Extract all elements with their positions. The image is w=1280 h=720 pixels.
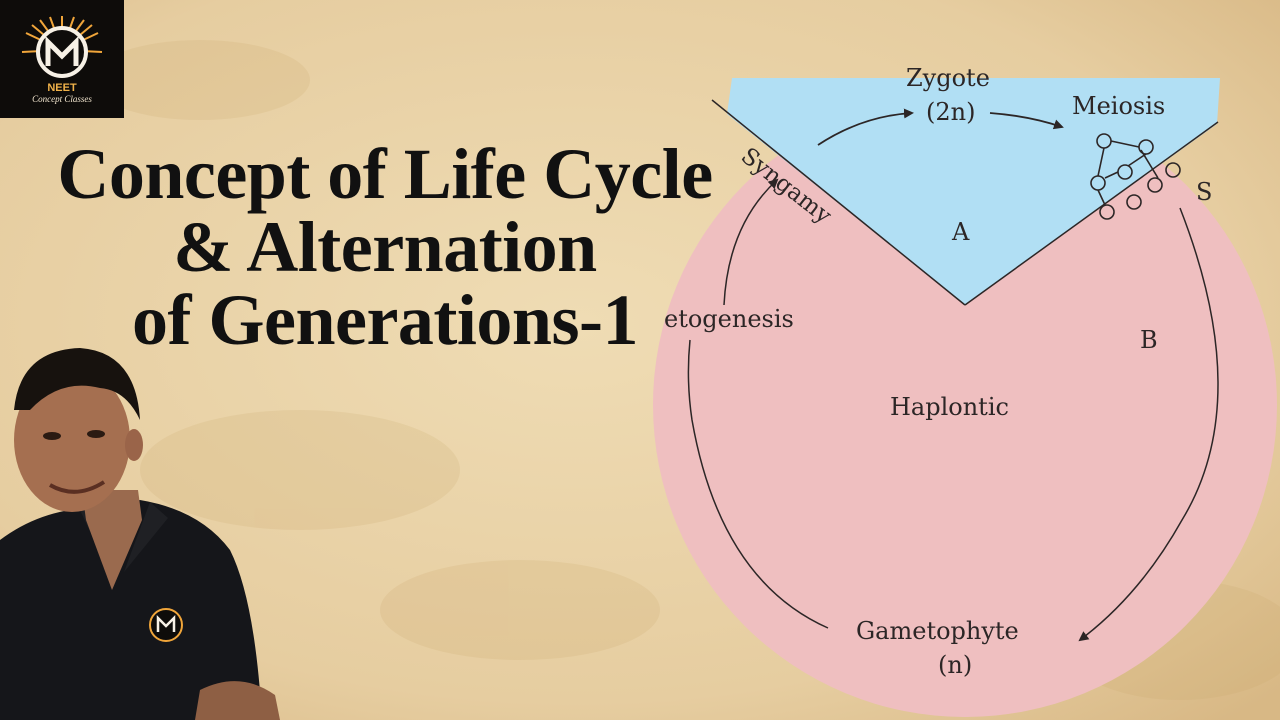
gametogenesis-label: etogenesis xyxy=(664,305,794,333)
logo-emblem-icon xyxy=(21,16,103,78)
zygote-label: Zygote xyxy=(906,64,990,92)
channel-logo: NEET Concept Classes xyxy=(0,0,124,118)
zygote-to-meiosis-arrow xyxy=(989,112,1064,130)
zygote-ploidy-label: (2n) xyxy=(926,98,976,126)
title-line-1: Concept of Life Cycle xyxy=(57,134,713,214)
gametophyte-label: Gametophyte xyxy=(856,617,1019,645)
haplontic-label: Haplontic xyxy=(890,393,1009,421)
sector-edge-left xyxy=(711,99,966,306)
logo-brand-text: NEET xyxy=(47,82,77,94)
lower-circle-region xyxy=(653,93,1277,717)
presenter-photo xyxy=(0,348,280,720)
title-line-3: of Generations-1 xyxy=(132,280,638,360)
gametophyte-to-gametogenesis-line xyxy=(687,339,829,629)
cutoff-letter-label: S xyxy=(1196,178,1213,206)
video-title: Concept of Life Cycle & Alternation of G… xyxy=(0,138,770,357)
title-line-2: & Alternation xyxy=(173,207,597,287)
logo-subtitle-text: Concept Classes xyxy=(32,94,92,104)
upper-sector-region xyxy=(727,78,1220,305)
meiosis-cells-icon xyxy=(1090,133,1181,220)
region-a-label: A xyxy=(952,218,970,246)
syngamy-to-zygote-arrow xyxy=(817,108,914,146)
gametophyte-ploidy-label: (n) xyxy=(938,651,973,679)
meiosis-label: Meiosis xyxy=(1072,92,1166,120)
sector-edge-right xyxy=(964,121,1219,306)
meiosis-to-gametophyte-arrow xyxy=(1078,207,1219,642)
region-b-label: B xyxy=(1140,326,1158,354)
gametogenesis-to-syngamy-arrow xyxy=(723,178,779,306)
